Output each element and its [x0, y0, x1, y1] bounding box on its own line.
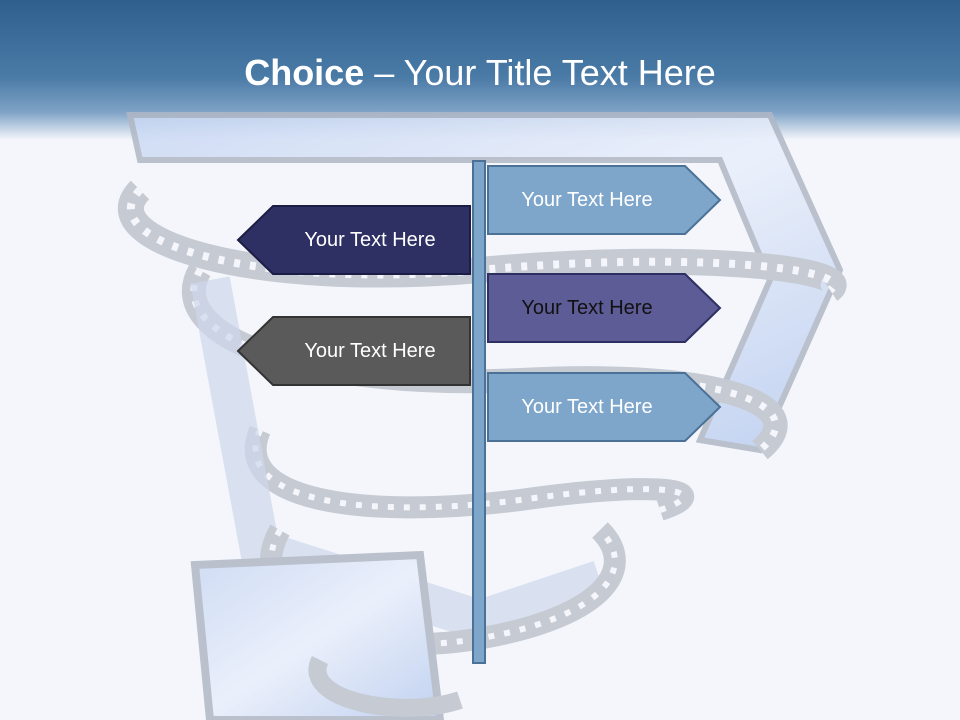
slide-title: Choice – Your Title Text Here: [0, 52, 960, 94]
sign-label: Your Text Here: [521, 189, 653, 211]
sign-left-bottom: Your Text Here: [235, 316, 471, 386]
title-bold: Choice: [244, 52, 365, 93]
sign-label: Your Text Here: [521, 396, 653, 418]
sign-right-bottom: Your Text Here: [487, 372, 723, 442]
sign-label: Your Text Here: [521, 297, 653, 319]
sign-right-top: Your Text Here: [487, 165, 723, 235]
sign-label: Your Text Here: [304, 229, 436, 251]
signpost-pole: [472, 160, 486, 664]
sign-right-middle: Your Text Here: [487, 273, 723, 343]
title-rest: – Your Title Text Here: [364, 52, 716, 93]
sign-label: Your Text Here: [304, 340, 436, 362]
sign-left-top: Your Text Here: [235, 205, 471, 275]
